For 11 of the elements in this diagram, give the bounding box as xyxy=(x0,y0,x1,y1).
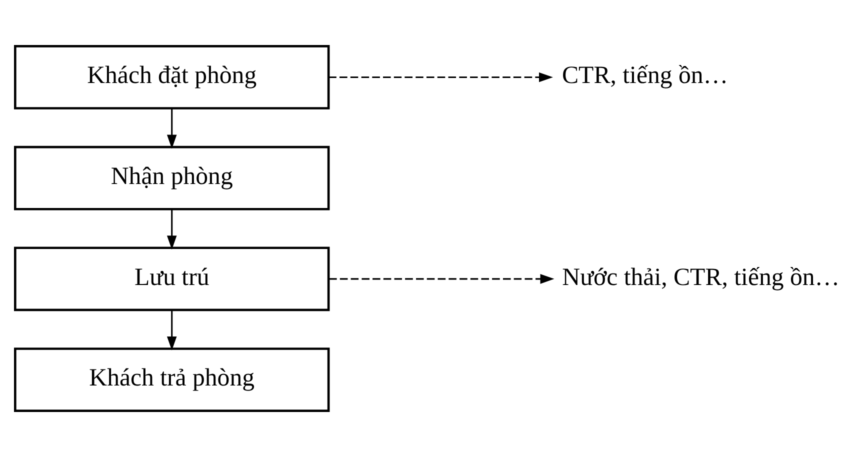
node-box: Khách đặt phòng xyxy=(14,44,330,109)
arrow xyxy=(166,108,177,148)
arrow xyxy=(329,274,554,284)
arrow xyxy=(328,72,553,82)
arrow xyxy=(166,208,177,250)
node-box: Nhận phòng xyxy=(14,145,330,210)
node-text: Nước thải, CTR, tiếng ồn… xyxy=(562,263,840,290)
arrow xyxy=(166,310,177,350)
node-text: CTR, tiếng ồn… xyxy=(562,62,728,89)
node-box: Lưu trú xyxy=(14,246,330,311)
node-box: Khách trả phòng xyxy=(14,347,330,412)
